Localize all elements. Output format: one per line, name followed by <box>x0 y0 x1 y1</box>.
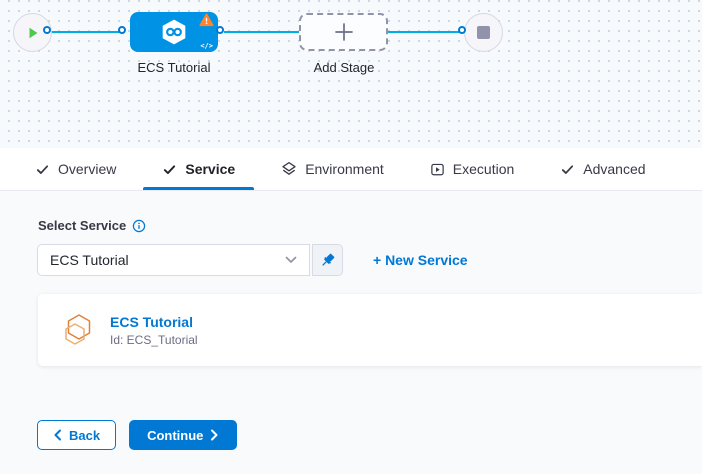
service-card-id: Id: ECS_Tutorial <box>110 332 198 347</box>
service-card[interactable]: ECS Tutorial Id: ECS_Tutorial <box>38 294 702 366</box>
plus-icon <box>333 21 355 43</box>
chevron-left-icon <box>53 429 62 441</box>
chevron-right-icon <box>210 429 219 441</box>
check-icon <box>35 162 50 177</box>
tab-overview[interactable]: Overview <box>16 148 135 190</box>
connector-port[interactable] <box>43 26 51 34</box>
tab-label: Environment <box>305 161 384 177</box>
check-icon <box>560 162 575 177</box>
pipeline-canvas[interactable]: </> ECS Tutorial Add Stage <box>0 0 702 148</box>
service-select-dropdown[interactable]: ECS Tutorial <box>37 244 310 276</box>
connector-port[interactable] <box>118 26 126 34</box>
play-square-icon <box>430 162 445 177</box>
service-card-title[interactable]: ECS Tutorial <box>110 313 193 330</box>
stage-tabbar: Overview Service Environment Execution A… <box>0 148 702 191</box>
cd-hexagon-infinity-icon <box>160 18 188 46</box>
tab-execution[interactable]: Execution <box>411 148 533 190</box>
pipeline-edge <box>224 31 302 33</box>
tab-label: Overview <box>58 161 117 177</box>
tab-label: Execution <box>452 161 515 177</box>
service-tab-panel: Select Service ECS Tutorial <box>0 191 702 474</box>
chevron-down-icon <box>285 256 297 264</box>
stage-node-label: ECS Tutorial <box>137 60 211 75</box>
pipeline-edge <box>388 31 466 33</box>
continue-button-label: Continue <box>147 427 204 443</box>
stop-icon <box>477 26 490 39</box>
pin-icon <box>319 252 336 269</box>
play-icon <box>26 26 40 40</box>
tab-environment[interactable]: Environment <box>262 148 403 190</box>
service-select-value: ECS Tutorial <box>50 252 129 268</box>
add-stage-button[interactable] <box>299 13 388 51</box>
stage-node-ecs-tutorial[interactable]: </> <box>130 12 218 52</box>
tab-label: Service <box>185 161 236 177</box>
code-icon: </> <box>200 42 213 50</box>
warning-icon <box>199 13 214 27</box>
continue-button[interactable]: Continue <box>129 420 238 450</box>
tab-advanced[interactable]: Advanced <box>541 148 664 190</box>
tab-label: Advanced <box>583 161 646 177</box>
layers-icon <box>281 161 297 177</box>
connector-port[interactable] <box>216 26 224 34</box>
info-icon[interactable] <box>132 219 146 233</box>
add-stage-label: Add Stage <box>313 60 375 75</box>
back-button[interactable]: Back <box>37 420 117 450</box>
pipeline-end-node[interactable] <box>464 13 503 52</box>
connector-port[interactable] <box>458 26 466 34</box>
pin-runtime-input-button[interactable] <box>312 244 343 276</box>
pipeline-edge <box>50 31 125 33</box>
check-icon <box>162 162 177 177</box>
select-service-label: Select Service <box>38 218 127 233</box>
tab-service[interactable]: Service <box>143 148 255 190</box>
new-service-link[interactable]: + New Service <box>373 252 468 268</box>
back-button-label: Back <box>69 427 101 443</box>
service-hexagons-icon <box>60 312 96 348</box>
